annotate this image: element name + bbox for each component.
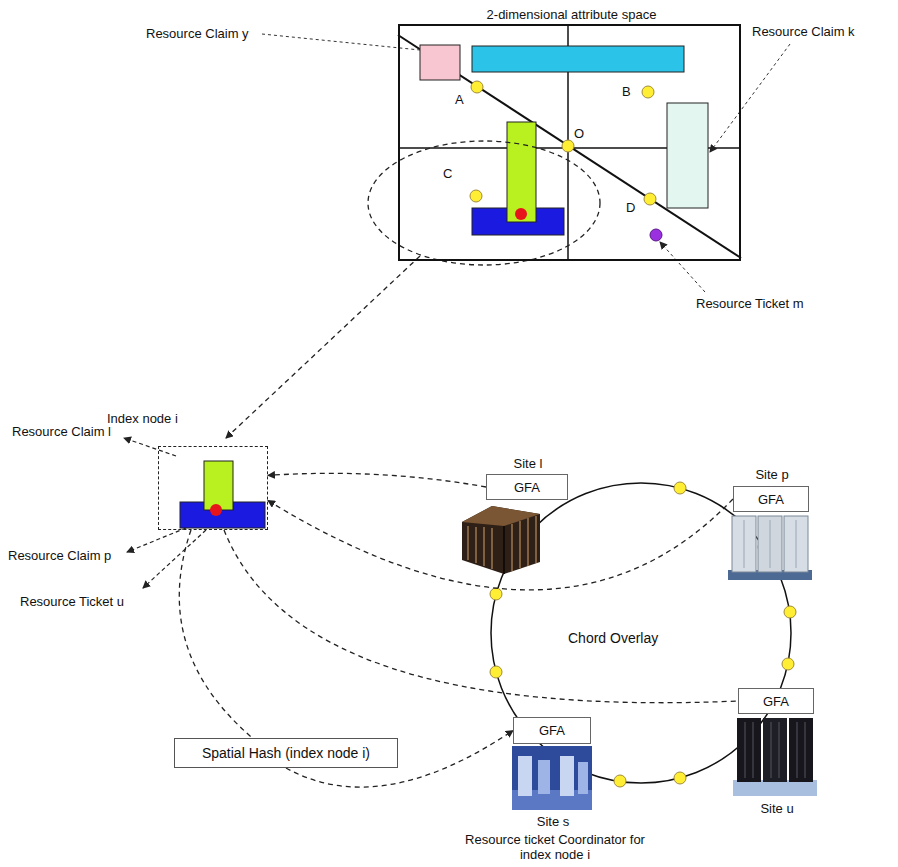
zoom-arrow [226,256,420,438]
index-point [644,193,656,205]
index-point [642,86,654,98]
callout-label: Resource Ticket u [20,594,124,609]
claim-rect [472,46,684,72]
node-heading: Site s [514,814,592,829]
node-heading: 2-dimensional attribute space [370,7,773,22]
machine-image [578,762,588,794]
node-label: GFA [514,480,540,495]
gfa-box: GFASite s [513,717,591,744]
node-label: GFA [539,723,565,738]
dashed-connector [268,473,486,487]
claim-rect [204,461,233,510]
query-point [210,504,222,516]
leader-line [660,242,705,292]
gfa-box: Site pGFA [733,486,809,512]
ring-peer [674,482,686,494]
ring-peer [782,658,794,670]
callout-label: Resource ticket Coordinator for index no… [460,832,650,862]
callout-label: Resource Claim k [752,24,855,39]
callout-label: Chord Overlay [568,631,658,646]
hash-box: Spatial Hash (index node i) [174,738,398,768]
machine-image [560,756,574,796]
callout-label: B [622,84,631,99]
callout-label: O [574,126,584,141]
query-point [515,208,527,220]
machine-image [503,526,505,574]
leader-line [124,438,176,456]
dashed-connector [179,530,252,738]
dashed-connector [224,530,738,703]
leader-line [710,44,790,152]
claim-rect [420,45,460,80]
machine-image [538,760,550,794]
callout-label: D [626,200,635,215]
callout-label: Resource Claim p [8,548,111,563]
diagonal-line [398,35,741,258]
ticket-point [650,229,662,241]
index-node: Index node i [158,446,268,530]
machine-image [789,718,813,782]
ring-peer [784,606,796,618]
node-label: Spatial Hash (index node i) [202,746,370,761]
ring-peer [490,588,502,600]
callout-label: A [455,92,464,107]
callout-label: Resource Claim y [146,26,249,41]
callout-label: Resource Claim l [12,424,111,439]
machine-image [512,746,592,810]
node-heading: Site p [734,467,810,482]
zoom-ellipse [368,141,600,265]
ring-peer [614,775,626,787]
node-label: GFA [763,694,789,709]
claim-rect [667,103,708,208]
callout-label: Resource Ticket m [696,296,804,311]
machine-image [745,722,805,778]
machine-image [468,516,536,571]
leader-line [143,530,206,588]
node-label: GFA [758,492,784,507]
ring-peer [490,666,502,678]
machine-image [518,756,532,796]
node-heading: Site u [739,801,815,816]
dashed-connector [268,499,733,590]
claim-rect [507,122,536,222]
node-heading: Site l [487,456,569,471]
index-point [470,190,482,202]
ring-peer [674,772,686,784]
machine-image [744,520,796,568]
leader-line [127,528,186,552]
index-point [471,81,483,93]
index-point [562,140,574,152]
node-heading: Index node i [107,411,207,426]
machine-image [763,718,787,782]
machine-image [737,718,761,782]
machine-image [733,780,817,796]
leader-line [262,34,420,50]
gfa-box: GFASite u [738,688,814,714]
gfa-box: Site lGFA [486,474,568,500]
machine-image [462,506,540,574]
attribute-space: 2-dimensional attribute space [398,24,741,261]
callout-label: C [443,166,452,181]
